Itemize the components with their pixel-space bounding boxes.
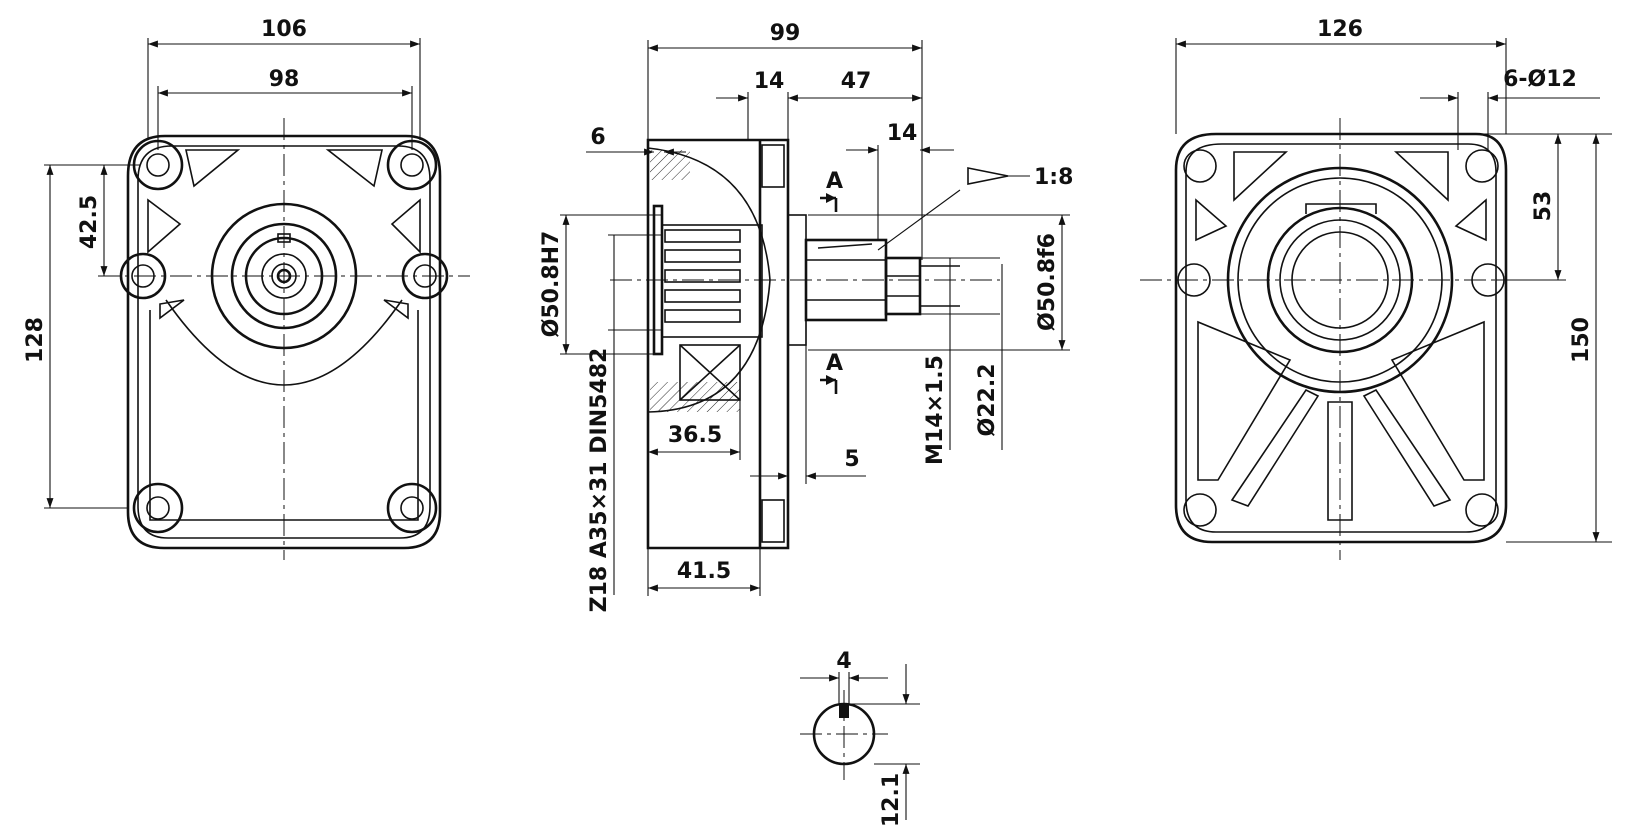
dim-106: 106: [261, 17, 307, 42]
dim-spigot-diameter: Ø50.8f6: [1035, 233, 1060, 331]
dim-36-5: 36.5: [668, 423, 722, 448]
front-dimensions: 106 98 128 42.5: [23, 17, 421, 509]
dim-99: 99: [770, 21, 801, 46]
dim-shaft-diameter: Ø22.2: [975, 364, 1000, 437]
dim-14-key: 14: [887, 121, 918, 146]
hole-spec: 6-Ø12: [1503, 67, 1577, 92]
spline-teeth: [664, 229, 741, 323]
front-view: [98, 118, 470, 560]
section-marker-bottom: A: [820, 351, 843, 394]
dim-key-height: 12.1: [879, 773, 904, 827]
side-view: A A: [610, 138, 1000, 550]
dim-6: 6: [590, 125, 605, 150]
dim-150: 150: [1569, 317, 1594, 363]
rear-bolt-hole-top-right: [1465, 149, 1499, 183]
dim-42-5: 42.5: [77, 195, 102, 249]
side-dimensions: 99 14 47 6 14 1:8 Ø50.8H7 Z18 A35×31 DIN…: [539, 21, 1073, 612]
thread-spec: M14×1.5: [923, 355, 948, 465]
dim-14-flange: 14: [754, 69, 785, 94]
dim-key-width: 4: [836, 649, 851, 674]
dim-98: 98: [269, 67, 300, 92]
section-marker-top: A: [820, 169, 843, 212]
dim-5: 5: [844, 447, 859, 472]
section-label-a-bottom: A: [826, 351, 843, 376]
section-a-a: 4 12.1: [800, 649, 920, 827]
bolt-boss-bottom-right: [386, 482, 438, 534]
dim-53: 53: [1531, 191, 1556, 222]
rear-bolt-hole-top-left: [1183, 149, 1217, 183]
dim-128: 128: [23, 317, 48, 363]
taper-ratio: 1:8: [1034, 165, 1073, 190]
spline-spec: Z18 A35×31 DIN5482: [587, 348, 612, 613]
dim-pilot-diameter: Ø50.8H7: [539, 231, 564, 338]
dim-126: 126: [1317, 17, 1363, 42]
rear-dimensions: 126 6-Ø12 150 53: [1175, 17, 1612, 543]
section-label-a-top: A: [826, 169, 843, 194]
rear-view: [1140, 118, 1530, 560]
dim-47: 47: [841, 69, 872, 94]
dim-41-5: 41.5: [677, 559, 731, 584]
bolt-boss-bottom-left: [132, 482, 184, 534]
